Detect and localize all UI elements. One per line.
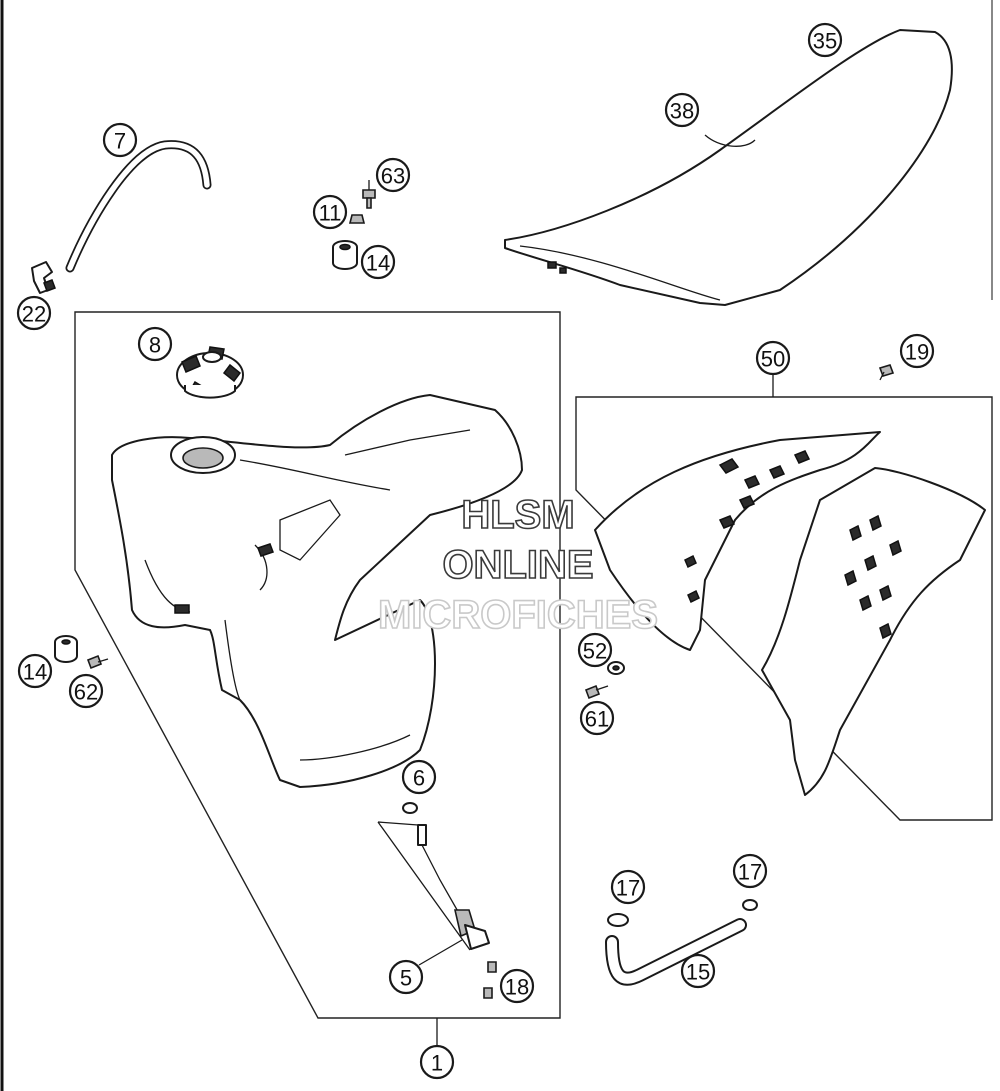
callout-label: 52 — [583, 639, 607, 664]
callout-circle — [755, 340, 791, 376]
callout-c6: 6 — [401, 759, 437, 795]
left-spoiler-part — [594, 431, 881, 651]
watermark-line-3: MICROFICHES — [378, 593, 658, 637]
screw-62-part — [86, 654, 109, 670]
callout-c62: 62 — [68, 673, 104, 709]
callout-leaders — [368, 180, 774, 1046]
right-spoiler-part — [761, 467, 986, 796]
callout-c14a: 14 — [360, 244, 396, 280]
tank-assembly-frame — [74, 311, 561, 1019]
fuel-hose-15-part — [605, 918, 747, 986]
screw-63-part — [362, 189, 376, 209]
callout-c7: 7 — [102, 122, 138, 158]
callout-label: 11 — [319, 201, 342, 226]
watermark-line-1: HLSM — [461, 493, 574, 537]
vent-valve-part — [31, 261, 56, 294]
callout-circle — [16, 295, 52, 331]
callout-circle — [419, 1044, 455, 1080]
washer-52-part — [607, 661, 625, 675]
callout-circle — [579, 700, 615, 736]
callout-label: 17 — [738, 860, 762, 885]
callout-circle — [664, 92, 700, 128]
callout-label: 14 — [23, 660, 47, 685]
callout-c63: 63 — [375, 157, 411, 193]
callout-c17b: 17 — [732, 853, 768, 889]
callout-c17a: 17 — [610, 869, 646, 905]
hose-clamp-17a-part — [607, 913, 629, 927]
hose-clamp-17b-part — [742, 899, 758, 911]
callout-label: 7 — [114, 129, 126, 154]
fuel-cap-part — [176, 346, 244, 399]
callout-circle — [807, 22, 843, 58]
callout-circle — [375, 157, 411, 193]
rubber-bushing-14-part — [332, 240, 358, 270]
screw-19-part — [878, 364, 895, 381]
callout-label: 35 — [813, 29, 837, 54]
callout-label: 50 — [761, 347, 785, 372]
seat-part — [504, 29, 953, 306]
spoiler-assembly-frame — [575, 396, 993, 821]
callout-label: 19 — [905, 340, 929, 365]
callout-circle — [137, 326, 173, 362]
callout-circle — [401, 759, 437, 795]
callout-circle — [312, 194, 348, 230]
callout-label: 63 — [381, 164, 405, 189]
callout-circle — [499, 968, 535, 1004]
callout-circle — [577, 632, 613, 668]
callout-circle — [388, 959, 424, 995]
callout-label: 38 — [670, 99, 694, 124]
callout-c35: 35 — [807, 22, 843, 58]
callout-circle — [102, 122, 138, 158]
callout-label: 62 — [74, 680, 98, 705]
callout-label: 15 — [686, 960, 710, 985]
callout-c22: 22 — [16, 295, 52, 331]
callout-circle — [68, 673, 104, 709]
callout-c18: 18 — [499, 968, 535, 1004]
callout-c15: 15 — [680, 953, 716, 989]
fuel-tap-5-part — [377, 821, 490, 951]
callout-c61: 61 — [579, 700, 615, 736]
callout-circle — [360, 244, 396, 280]
o-ring-6-part — [402, 802, 418, 814]
screw-18-part — [483, 961, 497, 999]
callout-c11: 11 — [312, 194, 348, 230]
nut-11-part — [348, 214, 366, 224]
callout-c8: 8 — [137, 326, 173, 362]
callout-label: 5 — [400, 966, 412, 991]
callout-label: 22 — [22, 302, 46, 327]
rubber-bushing-14b-part — [54, 635, 78, 663]
callout-label: 61 — [585, 707, 609, 732]
callout-label: 14 — [366, 251, 390, 276]
fuel-tank-part — [111, 394, 523, 788]
vent-hose-part — [65, 140, 212, 273]
callout-c1: 1 — [419, 1044, 455, 1080]
callout-label: 8 — [149, 333, 161, 358]
callout-c50: 50 — [755, 340, 791, 376]
callout-c52: 52 — [577, 632, 613, 668]
watermark-line-2: ONLINE — [442, 543, 593, 587]
callout-circle — [732, 853, 768, 889]
callout-circle — [17, 653, 53, 689]
callout-label: 17 — [616, 876, 640, 901]
watermark: HLSM ONLINE MICROFICHES — [377, 492, 659, 638]
callout-c14b: 14 — [17, 653, 53, 689]
callout-label: 1 — [431, 1051, 443, 1076]
callout-circle — [610, 869, 646, 905]
callout-c38: 38 — [664, 92, 700, 128]
callout-label: 18 — [505, 975, 529, 1000]
callout-c19: 19 — [899, 333, 935, 369]
callout-circle — [680, 953, 716, 989]
screw-61-part — [584, 684, 609, 700]
callout-circle — [899, 333, 935, 369]
callout-c5: 5 — [388, 959, 424, 995]
callout-label: 6 — [413, 766, 425, 791]
callout-group: 35 38 7 63 11 14 22 8 50 19 14 62 52 61 6 17 17 15 5 18 1 — [16, 22, 935, 1080]
